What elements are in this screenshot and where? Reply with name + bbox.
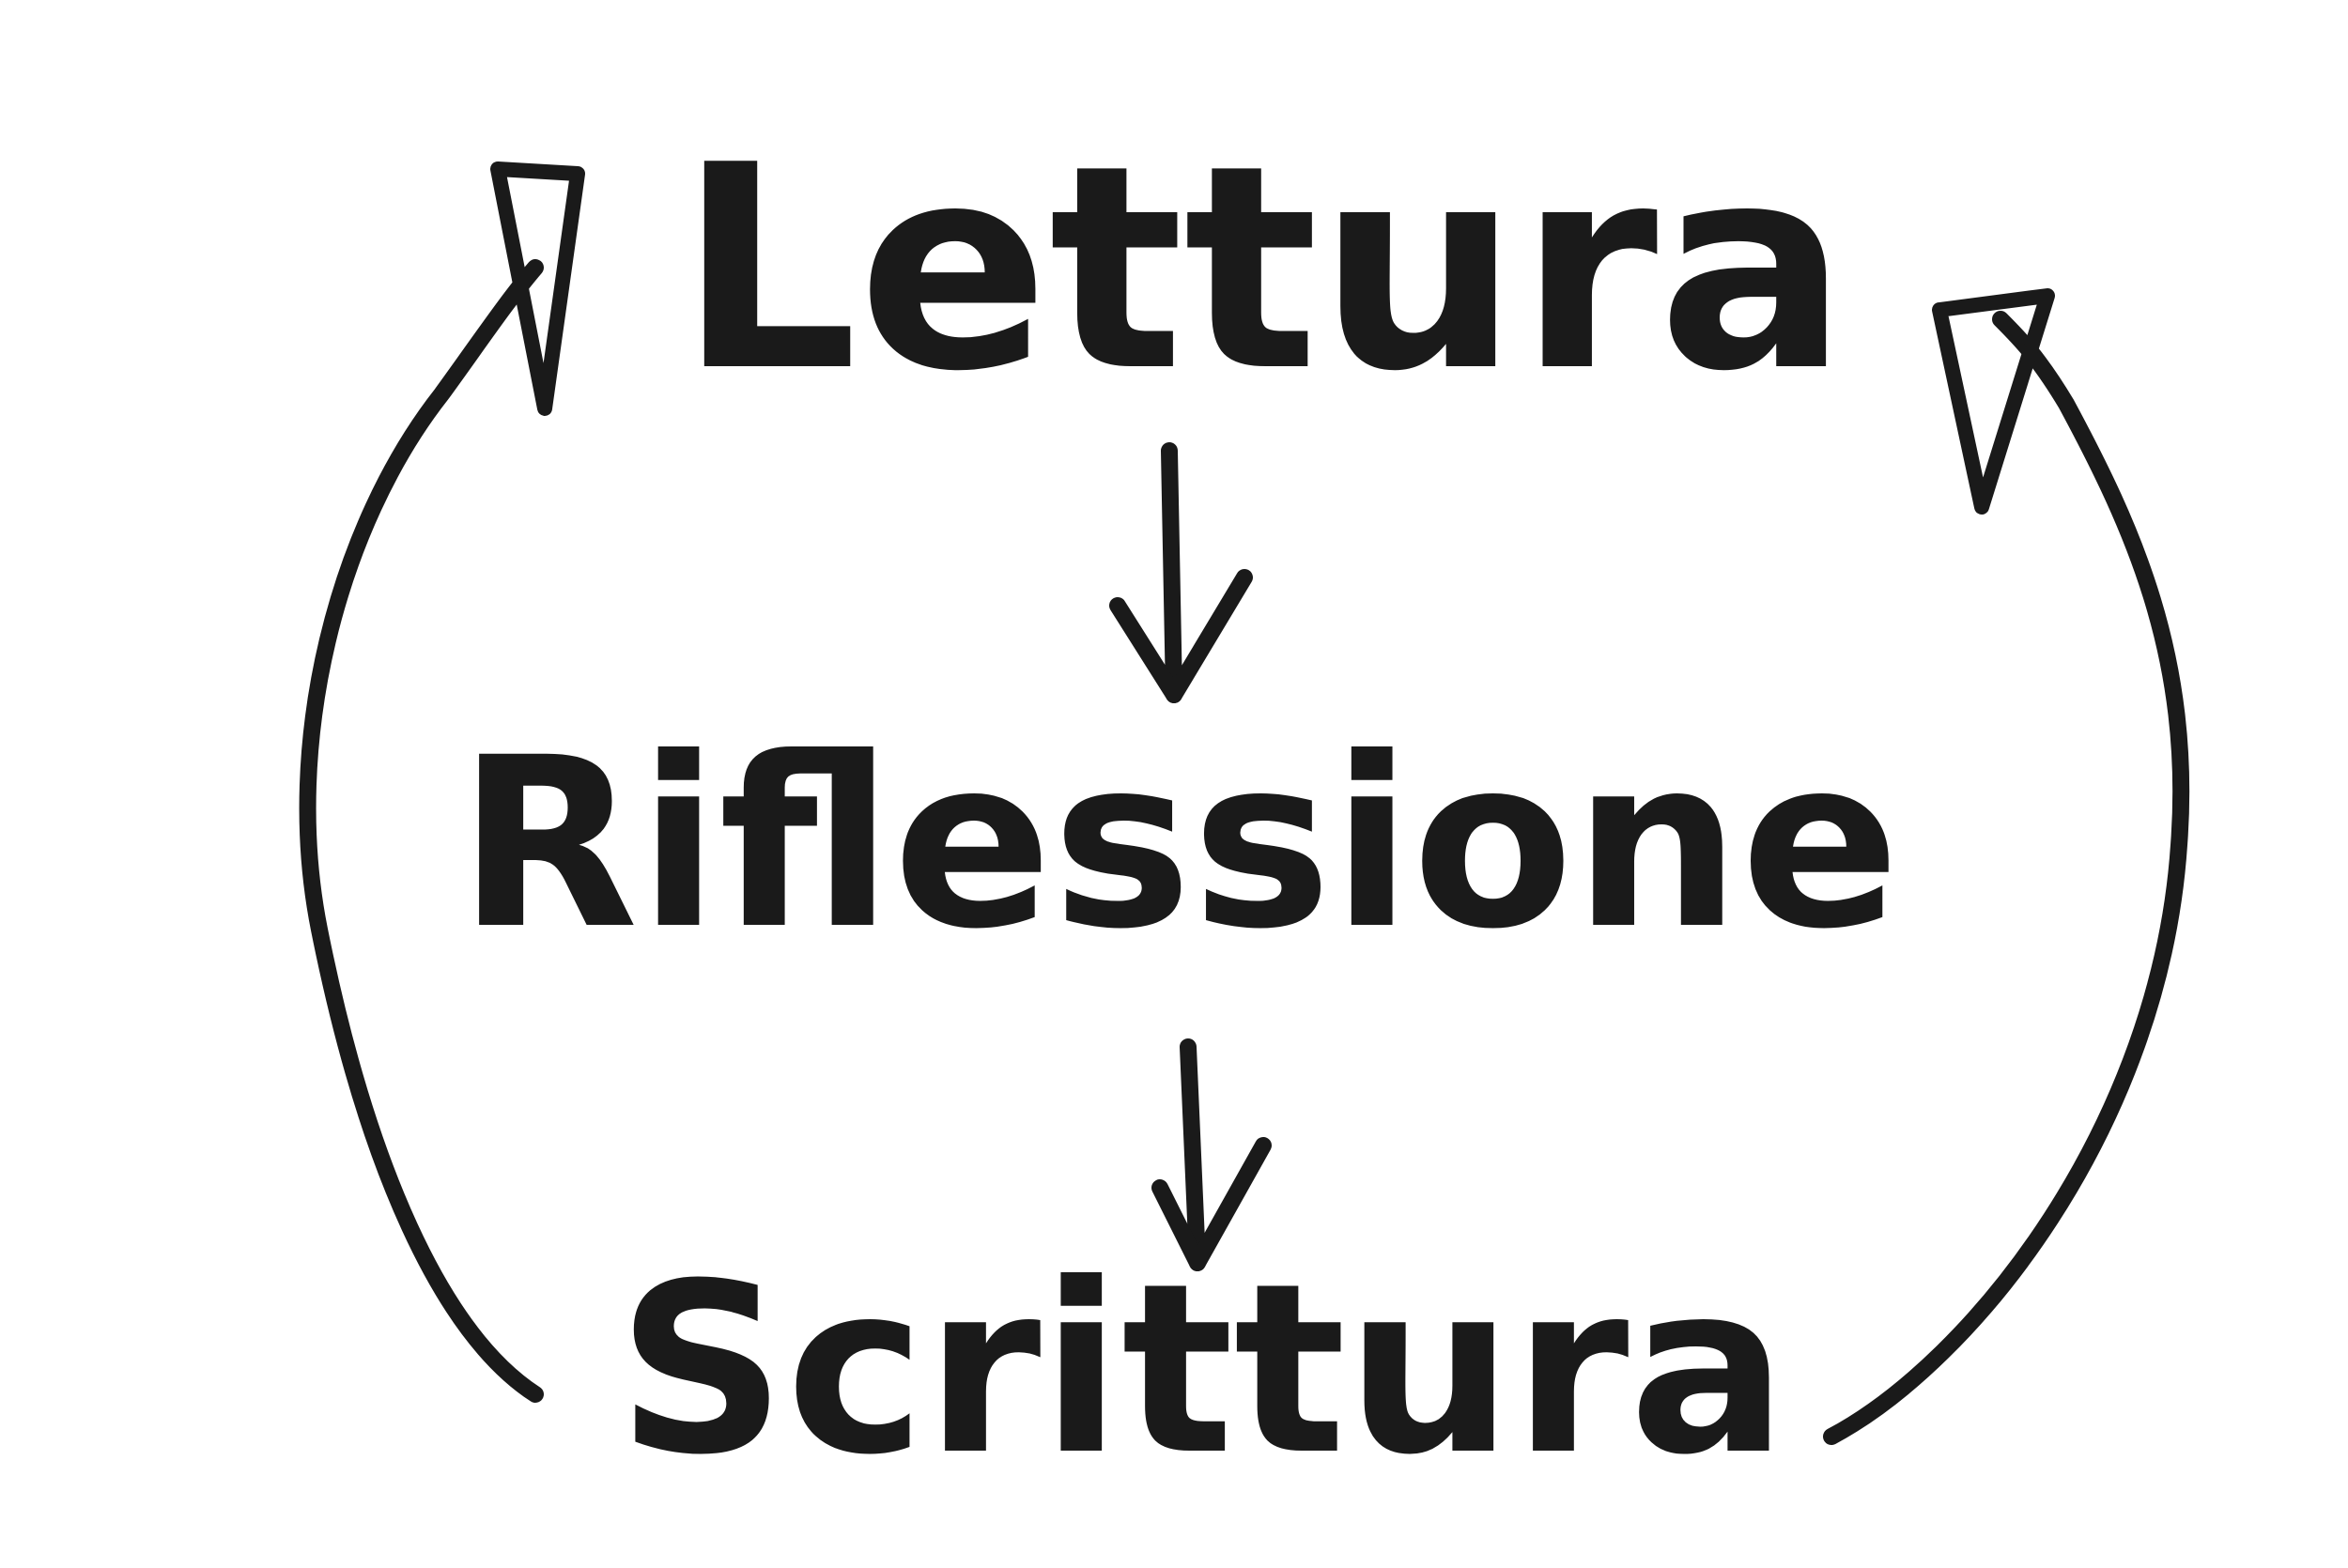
node-lettura: Lettura <box>678 105 1847 433</box>
arrowhead-left <box>490 161 585 416</box>
arrow-left-loop <box>299 161 585 1403</box>
arrowhead-right <box>1932 288 2055 515</box>
arrow-right-loop <box>1823 288 2190 1445</box>
node-scrittura: Scrittura <box>617 1233 1787 1506</box>
node-riflessione: Riflessione <box>457 707 1900 980</box>
arrow-riflessione-to-scrittura <box>1151 1038 1272 1271</box>
arrow-lettura-to-riflessione <box>1109 442 1253 703</box>
